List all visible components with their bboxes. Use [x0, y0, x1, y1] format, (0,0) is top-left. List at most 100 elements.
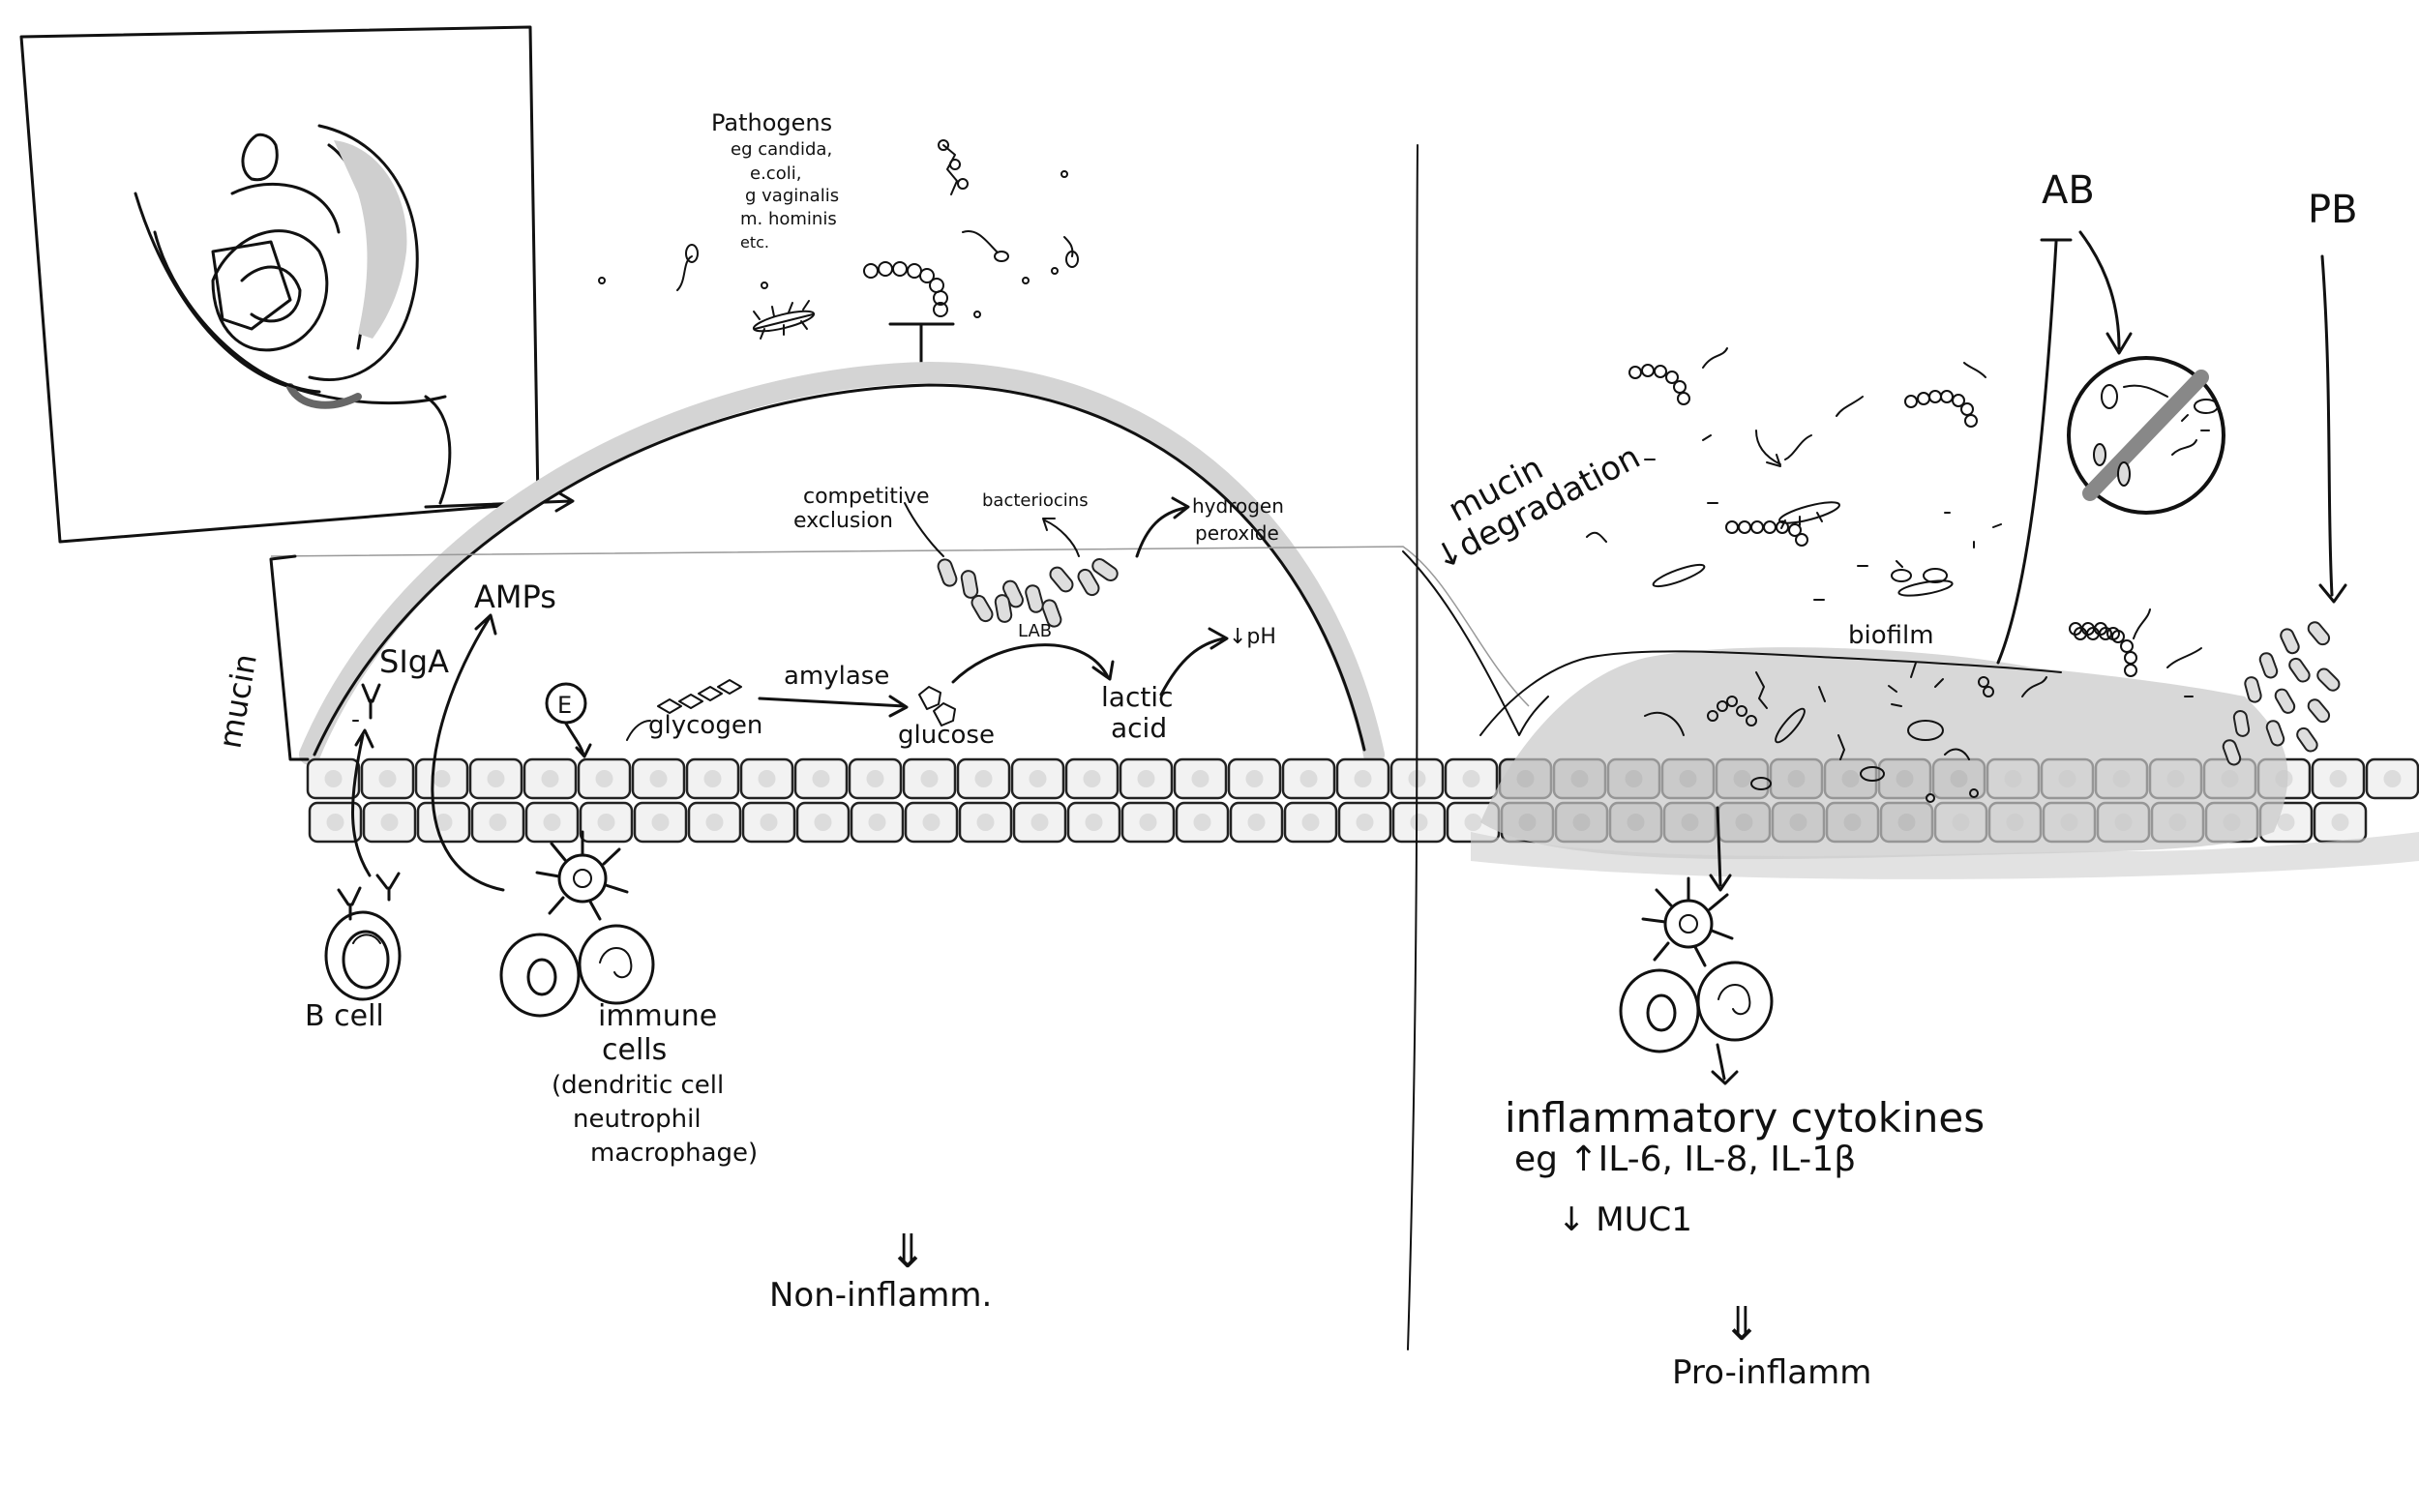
biofilm-cloud [1480, 647, 2288, 860]
cell-nucleus [541, 770, 559, 787]
cell-nucleus [1137, 770, 1155, 787]
flagellate-icon [676, 255, 693, 291]
pb-arrow [2318, 254, 2347, 604]
pro-inflamm-arrow: ⇓ [1722, 1297, 1761, 1351]
glycogen-label: glycogen [648, 711, 762, 740]
lab-label: LAB [1018, 621, 1052, 641]
pathogens-title: Pathogens [711, 109, 832, 136]
panel-divider [1407, 144, 1419, 1350]
non-inflamm-label: Non-inflamm. [769, 1276, 992, 1315]
mucin-label: mucin [211, 651, 263, 751]
cell-nucleus [324, 770, 343, 787]
pb-label: PB [2308, 188, 2358, 232]
cell-nucleus [1083, 770, 1101, 787]
lab-group: competitive exclusion bacteriocins hydro… [793, 485, 1284, 641]
cell-nucleus [2331, 814, 2349, 831]
inhibition-bar [888, 322, 955, 370]
antibody-icon [361, 683, 381, 720]
cell-nucleus [703, 770, 722, 787]
cell-nucleus [1029, 770, 1047, 787]
ph-label: ↓pH [1229, 625, 1276, 649]
cell-nucleus [489, 814, 507, 831]
cell-nucleus [758, 770, 776, 787]
glucose-icon [918, 686, 956, 726]
cell-nucleus [1139, 814, 1157, 831]
amps-arrow [431, 613, 505, 892]
cell-nucleus [597, 814, 615, 831]
cell-nucleus [1354, 770, 1372, 787]
macrophage-label: macrophage) [590, 1139, 758, 1168]
biofilm-label: biofilm [1848, 621, 1934, 650]
peroxide-label: peroxide [1195, 521, 1279, 545]
cell-nucleus [2329, 770, 2347, 787]
glucose-label: glucose [898, 721, 995, 750]
hyphae-icon [942, 144, 958, 195]
neutrophil-label: neutrophil [573, 1105, 702, 1134]
pathogen-cluster-top [598, 139, 1079, 340]
cell-nucleus [974, 770, 993, 787]
mucin-bracket [269, 554, 310, 761]
cell-nucleus [1464, 814, 1482, 831]
estrogen-label: E [557, 692, 572, 719]
cell-nucleus [1247, 814, 1266, 831]
cell-nucleus [1085, 814, 1103, 831]
siga-arrow [351, 728, 374, 877]
exclusion-label: exclusion [793, 509, 893, 533]
cell-nucleus [866, 770, 884, 787]
siga-group: SIgA [337, 643, 449, 921]
antibiotic-group: AB [1996, 168, 2225, 665]
lab-bacteria-icon [937, 557, 1119, 628]
pathogen-cluster-right [1586, 347, 2137, 677]
no-bacteria-icon [2067, 356, 2225, 515]
glycogen-group: glycogen [626, 679, 762, 741]
neutrophil-icon-right [1696, 961, 1774, 1042]
cell-nucleus [378, 770, 397, 787]
cell-nucleus [1356, 814, 1374, 831]
non-inflamm-arrow: ⇓ [888, 1225, 927, 1279]
ab-label: AB [2042, 168, 2095, 213]
streptococcus-chain-icon [863, 261, 948, 317]
hydrogen-label: hydrogen [1192, 494, 1284, 518]
lactic-acid-group: lactic acid ↓pH [1101, 625, 1276, 744]
pro-inflamm-label: Pro-inflamm [1672, 1353, 1871, 1392]
dendritic-label: (dendritic cell [552, 1071, 724, 1100]
pathogens-example-1: eg candida, [731, 139, 832, 160]
pathogens-example-2: e.coli, [750, 163, 801, 184]
acid-label: acid [1111, 712, 1167, 744]
cell-nucleus [868, 814, 886, 831]
ab-arrow [2078, 230, 2133, 355]
cell-nucleus [595, 770, 613, 787]
cell-nucleus [543, 814, 561, 831]
cell-nucleus [976, 814, 995, 831]
competitive-label: competitive [803, 485, 930, 509]
cytokines-group: inflammatory cytokines eg ↑IL-6, IL-8, I… [1505, 1094, 1985, 1392]
cells-label: cells [602, 1033, 667, 1067]
cell-nucleus [1299, 770, 1318, 787]
anatomy-inset [19, 25, 575, 544]
cell-nucleus [814, 814, 832, 831]
cytokines-example-label: eg ↑IL-6, IL-8, IL-1β [1514, 1140, 1856, 1179]
cell-nucleus [1191, 770, 1210, 787]
pathogens-label: Pathogens eg candida, e.coli, g vaginali… [711, 109, 839, 252]
glycogen-icon [657, 679, 742, 714]
ab-inhibition-line [1996, 238, 2073, 665]
biofilm-group: biofilm [1644, 621, 2047, 803]
amylase-arrow [758, 695, 909, 718]
peroxide-arrow [1135, 496, 1190, 558]
estrogen-group: E [545, 682, 592, 758]
non-inflamm-group: ⇓ Non-inflamm. [769, 1225, 992, 1315]
immune-label: immune [598, 999, 717, 1033]
probiotic-group: PB [2069, 188, 2358, 766]
cell-nucleus [326, 814, 344, 831]
b-cell: B cell [305, 910, 402, 1033]
amylase-label: amylase [784, 662, 889, 691]
signal-arrow [1709, 806, 1732, 892]
cell-nucleus [649, 770, 668, 787]
cell-nucleus [922, 814, 941, 831]
dendritic-cell-icon [535, 830, 629, 921]
pathogens-example-5: etc. [740, 233, 769, 252]
amps-group: AMPs [431, 578, 556, 892]
cell-nucleus [434, 814, 453, 831]
cell-nucleus [1410, 814, 1428, 831]
